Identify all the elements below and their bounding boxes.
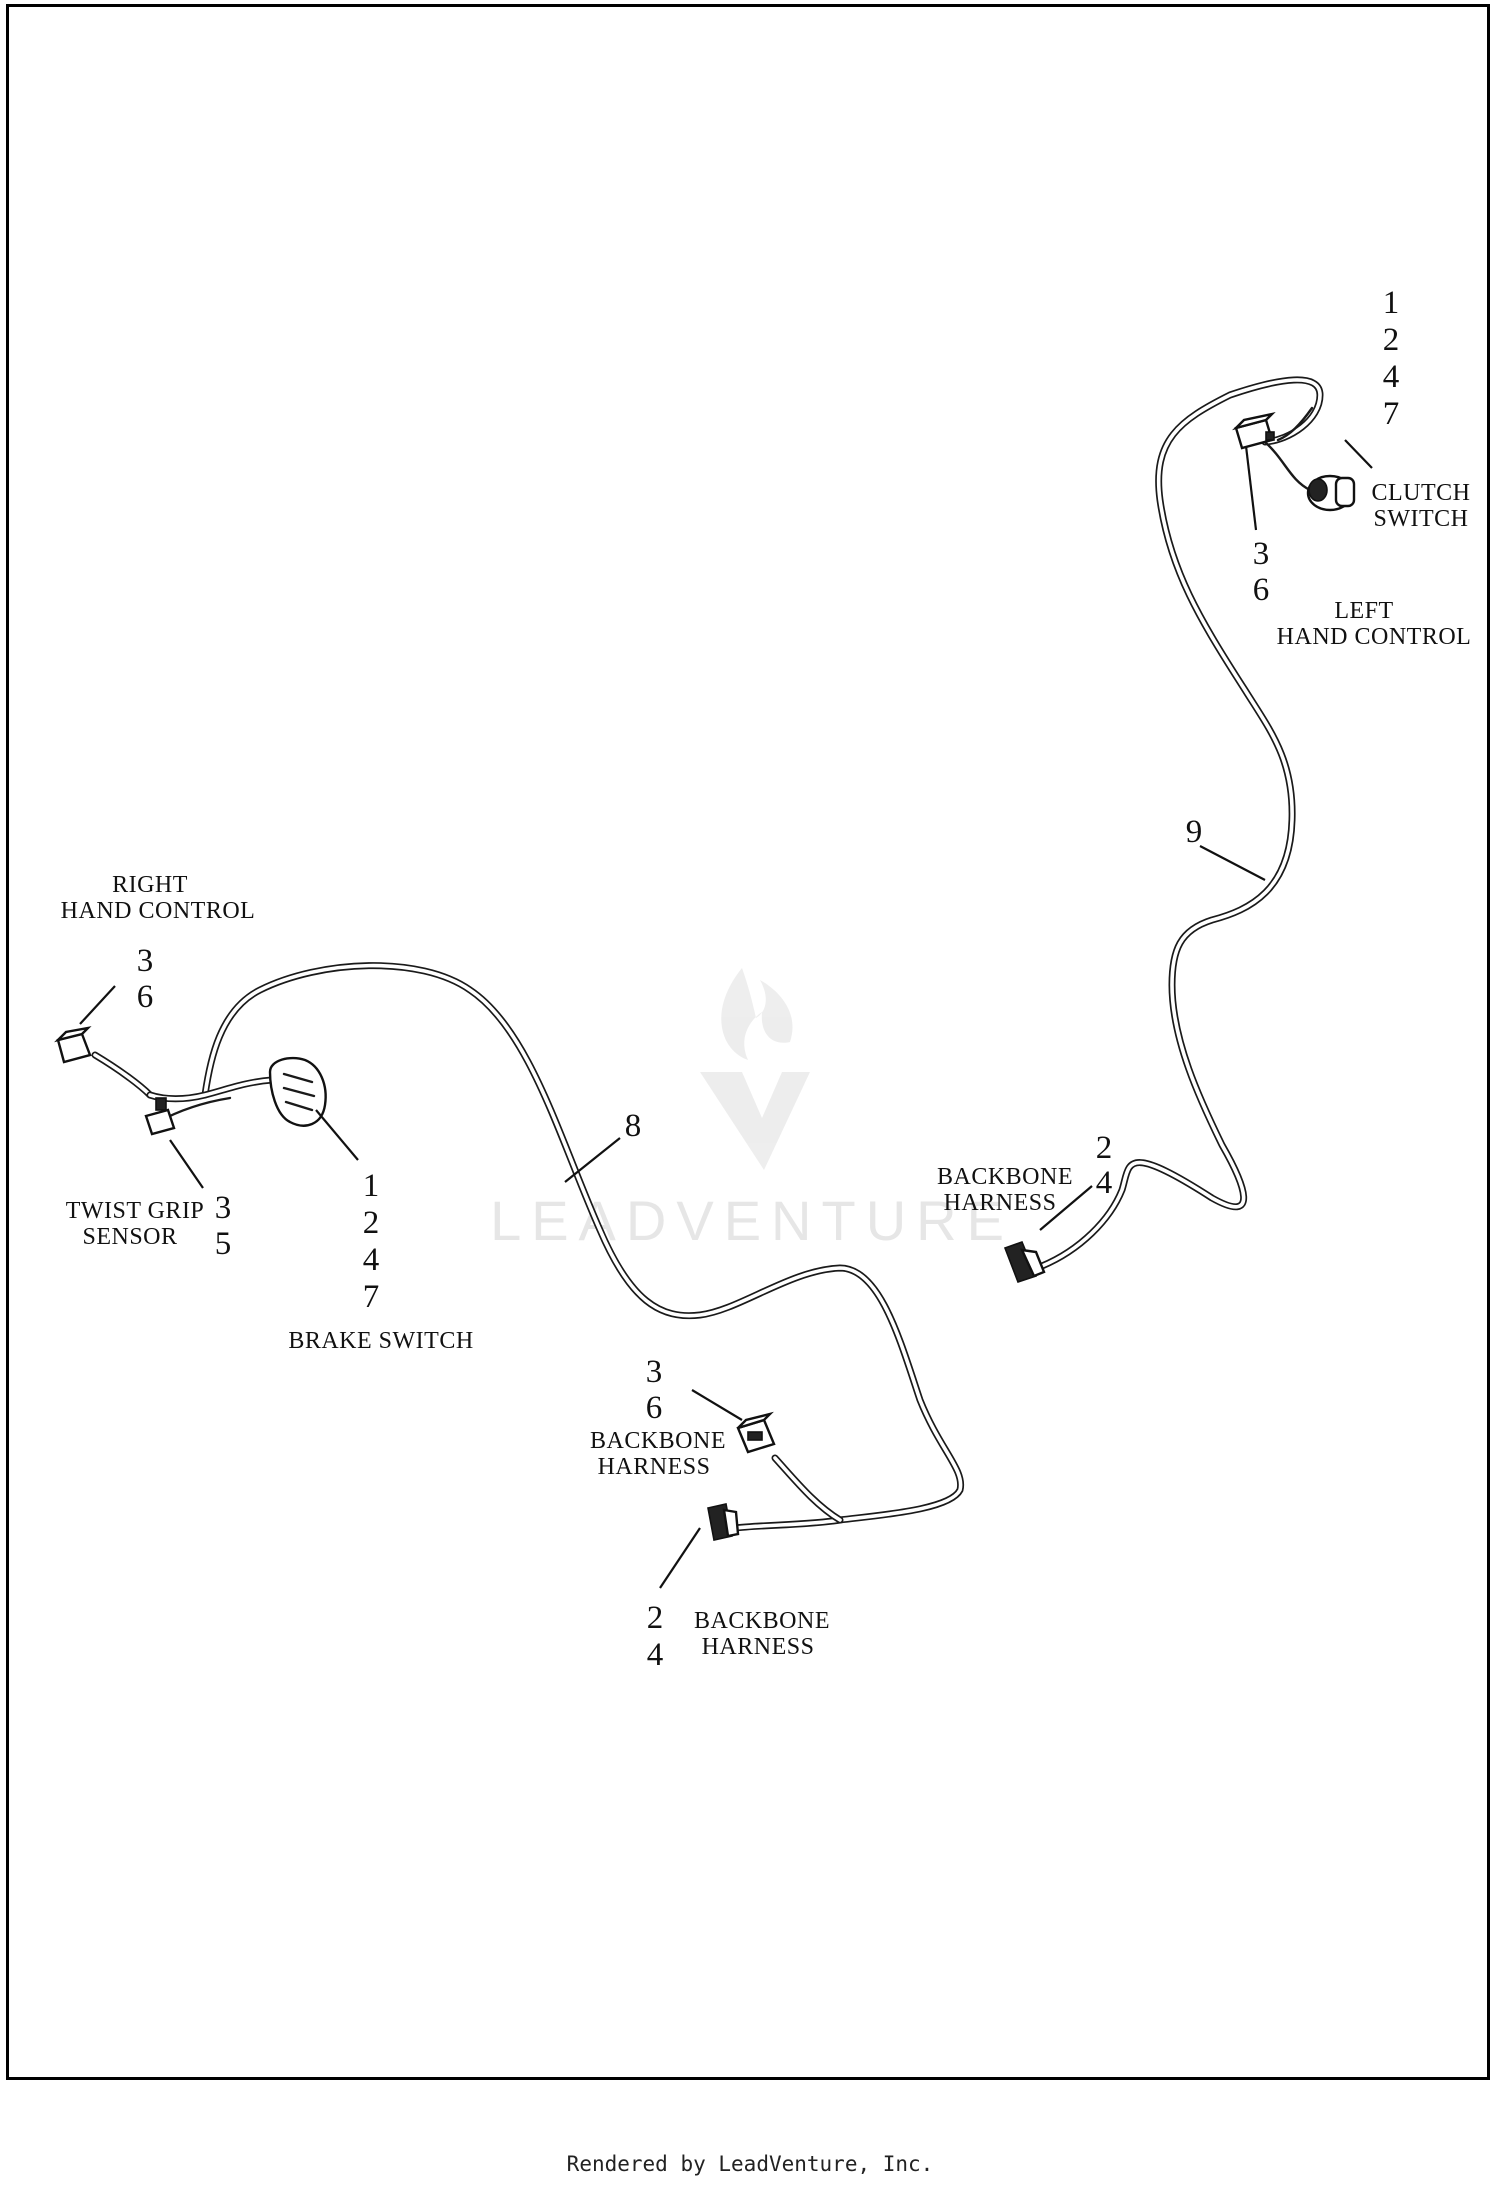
svg-text:2: 2 <box>363 1205 380 1241</box>
leader-backbone-right <box>1039 1185 1093 1231</box>
svg-text:CLUTCH: CLUTCH <box>1372 480 1471 506</box>
svg-text:2: 2 <box>1383 322 1400 358</box>
label-backbone-harness-mid: BACKBONE HARNESS <box>590 1428 726 1480</box>
brake-switch-connector-icon <box>268 1056 327 1127</box>
left-hand-control-connector-icon <box>1231 411 1276 450</box>
svg-text:SENSOR: SENSOR <box>82 1224 177 1250</box>
svg-text:LEFT: LEFT <box>1334 598 1393 624</box>
callout-backbone-right-items: 2 4 <box>1096 1130 1113 1201</box>
leader-wire-9 <box>1199 845 1266 881</box>
svg-text:1: 1 <box>363 1168 380 1204</box>
callout-backbone-mid-items: 3 6 <box>646 1354 663 1426</box>
wire-harness-left-hand-control <box>1038 376 1324 1270</box>
diagram-frame <box>6 4 1490 2080</box>
footer-credit: Rendered by LeadVenture, Inc. <box>566 2152 934 2176</box>
leader-brake <box>315 1109 359 1161</box>
callout-brake-items: 1 2 4 7 <box>363 1168 380 1315</box>
callout-twist-grip-items: 3 5 <box>215 1190 232 1262</box>
svg-text:HARNESS: HARNESS <box>702 1634 815 1660</box>
leader-left-connector <box>1244 445 1258 531</box>
leader-backbone-mid <box>691 1389 743 1421</box>
leader-right-connector <box>79 985 116 1025</box>
svg-text:HAND CONTROL: HAND CONTROL <box>1277 624 1472 650</box>
watermark-logo-icon <box>700 968 810 1170</box>
svg-text:TWIST GRIP: TWIST GRIP <box>66 1198 205 1224</box>
svg-text:3: 3 <box>137 943 154 979</box>
callout-right-connector-items: 3 6 <box>137 943 154 1015</box>
backbone-harness-right-connector-icon <box>1003 1240 1046 1284</box>
svg-text:HAND CONTROL: HAND CONTROL <box>61 898 256 924</box>
label-backbone-harness-lower: BACKBONE HARNESS <box>694 1608 830 1660</box>
svg-text:HARNESS: HARNESS <box>598 1454 711 1480</box>
callout-backbone-lower-items: 2 4 <box>647 1600 664 1673</box>
leader-wire-8 <box>564 1137 621 1183</box>
svg-text:3: 3 <box>1253 536 1270 572</box>
watermark-text: LEADVENTURE <box>490 1189 1014 1252</box>
svg-text:BACKBONE: BACKBONE <box>590 1428 726 1454</box>
svg-text:BACKBONE: BACKBONE <box>694 1608 830 1634</box>
svg-text:HARNESS: HARNESS <box>944 1190 1057 1216</box>
svg-text:BACKBONE: BACKBONE <box>937 1164 1073 1190</box>
svg-text:4: 4 <box>1383 359 1400 395</box>
svg-text:2: 2 <box>647 1600 664 1636</box>
svg-text:4: 4 <box>647 1637 664 1673</box>
backbone-harness-lower-connector-icon <box>707 1503 740 1541</box>
leader-backbone-lower <box>659 1527 701 1589</box>
svg-text:SWITCH: SWITCH <box>1374 506 1469 532</box>
label-right-hand-control: RIGHT HAND CONTROL <box>61 872 256 924</box>
svg-text:7: 7 <box>363 1279 380 1315</box>
svg-text:2: 2 <box>1096 1130 1113 1166</box>
svg-text:4: 4 <box>1096 1165 1113 1201</box>
leader-twist-grip <box>169 1139 204 1189</box>
label-backbone-harness-right: BACKBONE HARNESS <box>937 1164 1073 1216</box>
label-left-hand-control: LEFT HAND CONTROL <box>1277 598 1472 650</box>
right-hand-control-connector-icon <box>54 1026 92 1064</box>
twist-grip-sensor-connector-icon <box>144 1097 176 1136</box>
svg-text:6: 6 <box>646 1390 663 1426</box>
leader-clutch <box>1344 439 1373 469</box>
callout-wire-8: 8 <box>625 1108 642 1144</box>
svg-text:5: 5 <box>215 1226 232 1262</box>
callout-left-connector-items: 3 6 <box>1253 536 1270 608</box>
svg-text:6: 6 <box>137 979 154 1015</box>
svg-text:3: 3 <box>646 1354 663 1390</box>
callout-wire-9: 9 <box>1186 814 1203 850</box>
svg-text:4: 4 <box>363 1242 380 1278</box>
svg-text:6: 6 <box>1253 572 1270 608</box>
svg-text:7: 7 <box>1383 396 1400 432</box>
callout-clutch-items: 1 2 4 7 <box>1383 285 1400 432</box>
svg-text:1: 1 <box>1383 285 1400 321</box>
clutch-switch-connector-icon <box>1306 474 1356 512</box>
svg-text:RIGHT: RIGHT <box>112 872 188 898</box>
label-twist-grip-sensor: TWIST GRIP SENSOR <box>66 1198 205 1250</box>
label-brake-switch: BRAKE SWITCH <box>288 1328 473 1354</box>
backbone-harness-mid-connector-icon <box>736 1411 776 1454</box>
svg-text:3: 3 <box>215 1190 232 1226</box>
label-clutch-switch: CLUTCH SWITCH <box>1372 480 1471 532</box>
